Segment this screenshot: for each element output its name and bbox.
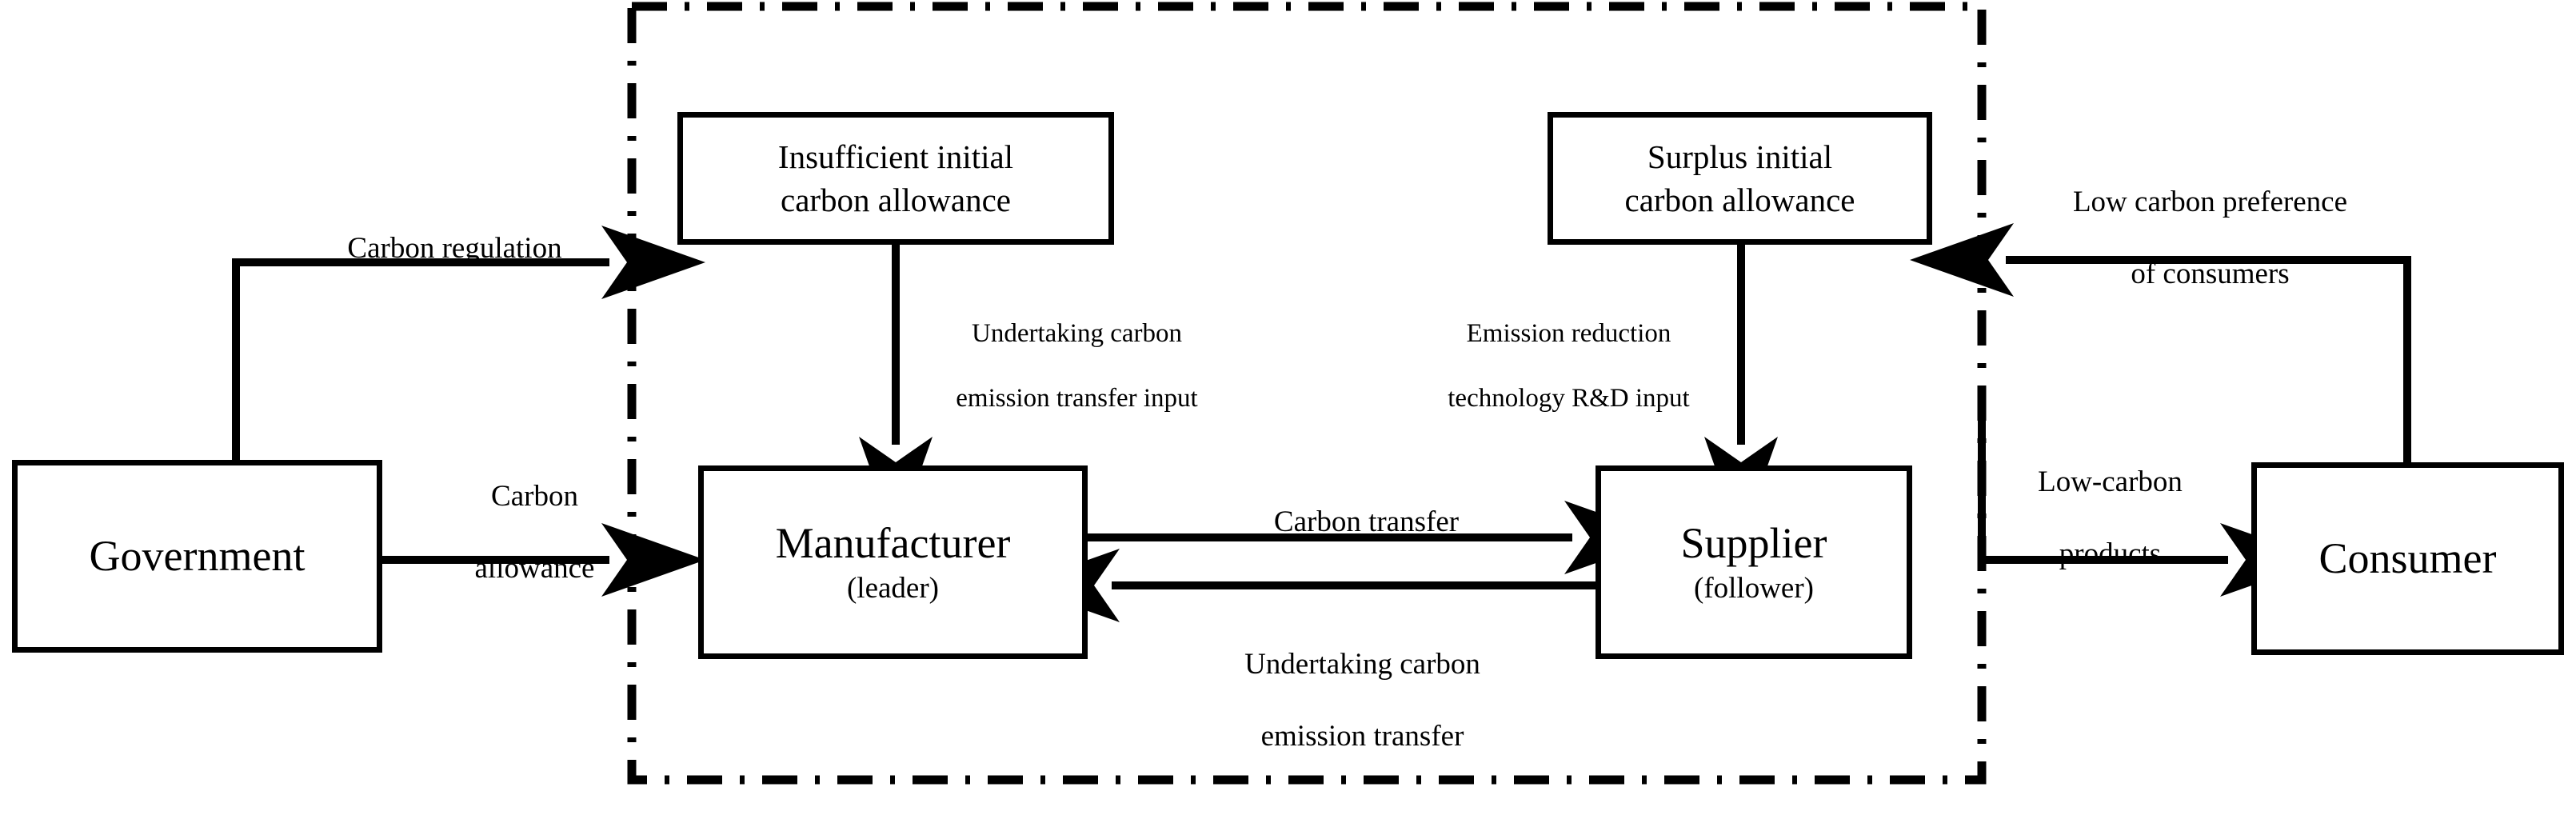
- node-insufficient-allowance-line1: Insufficient initial: [777, 138, 1014, 175]
- node-supplier-role: (follower): [1694, 572, 1814, 605]
- node-consumer[interactable]: Consumer: [2251, 462, 2564, 655]
- node-insufficient-allowance-line2: carbon allowance: [781, 182, 1011, 218]
- edge-label-carbon-regulation-line1: Carbon regulation: [347, 232, 562, 266]
- edge-label-low-carbon-preference-line1: Low carbon preference: [2072, 186, 2348, 219]
- edge-label-undertaking-input-line1: Undertaking carbon: [972, 319, 1182, 349]
- node-manufacturer-role: (leader): [846, 572, 939, 605]
- edge-label-undertaking-transfer-line2: emission transfer: [1260, 720, 1464, 753]
- connector-carbon-regulation: [232, 226, 705, 460]
- connector-low-carbon-preference: [1910, 223, 2411, 462]
- edge-label-undertaking-input-line2: emission transfer input: [956, 383, 1198, 413]
- edge-label-carbon-allowance-line1: Carbon: [491, 480, 578, 513]
- edge-label-undertaking-input: Undertaking carbon emission transfer inp…: [912, 286, 1216, 446]
- edge-label-undertaking-transfer-line1: Undertaking carbon: [1244, 648, 1480, 681]
- edge-label-carbon-allowance-line2: allowance: [474, 552, 595, 585]
- node-manufacturer-title: Manufacturer: [775, 519, 1011, 568]
- edge-label-rd-input-line2: technology R&D input: [1448, 383, 1690, 413]
- node-manufacturer[interactable]: Manufacturer (leader): [698, 465, 1088, 659]
- edge-label-carbon-allowance: Carbon allowance: [428, 442, 612, 623]
- node-government[interactable]: Government: [12, 460, 382, 653]
- edge-label-low-carbon-preference-line2: of consumers: [2131, 258, 2290, 291]
- edge-label-rd-input-line1: Emission reduction: [1466, 319, 1671, 349]
- node-consumer-title: Consumer: [2318, 533, 2497, 582]
- node-supplier-title: Supplier: [1680, 519, 1827, 568]
- node-surplus-allowance-line1: Surplus initial: [1647, 138, 1833, 175]
- node-surplus-allowance[interactable]: Surplus initial carbon allowance: [1548, 112, 1932, 245]
- edge-label-rd-input: Emission reduction technology R&D input: [1412, 286, 1699, 446]
- edge-label-carbon-transfer: Carbon transfer: [1220, 468, 1484, 576]
- edge-label-carbon-transfer-line1: Carbon transfer: [1273, 505, 1460, 539]
- edge-label-undertaking-transfer: Undertaking carbon emission transfer: [1180, 610, 1516, 791]
- edge-label-low-carbon-products-line2: products: [2059, 537, 2162, 571]
- node-supplier[interactable]: Supplier (follower): [1596, 465, 1912, 659]
- edge-label-carbon-regulation: Carbon regulation: [284, 194, 596, 302]
- node-insufficient-allowance[interactable]: Insufficient initial carbon allowance: [677, 112, 1114, 245]
- connector-low-carbon-products: [1978, 400, 2324, 597]
- node-surplus-allowance-line2: carbon allowance: [1624, 182, 1855, 218]
- node-government-title: Government: [89, 531, 306, 580]
- supply-chain-boundary: [627, 2, 1987, 785]
- edge-label-low-carbon-preference: Low carbon preference of consumers: [2007, 148, 2383, 329]
- edge-label-low-carbon-products: Low-carbon products: [1995, 428, 2195, 609]
- edge-label-low-carbon-products-line1: Low-carbon: [2038, 465, 2183, 499]
